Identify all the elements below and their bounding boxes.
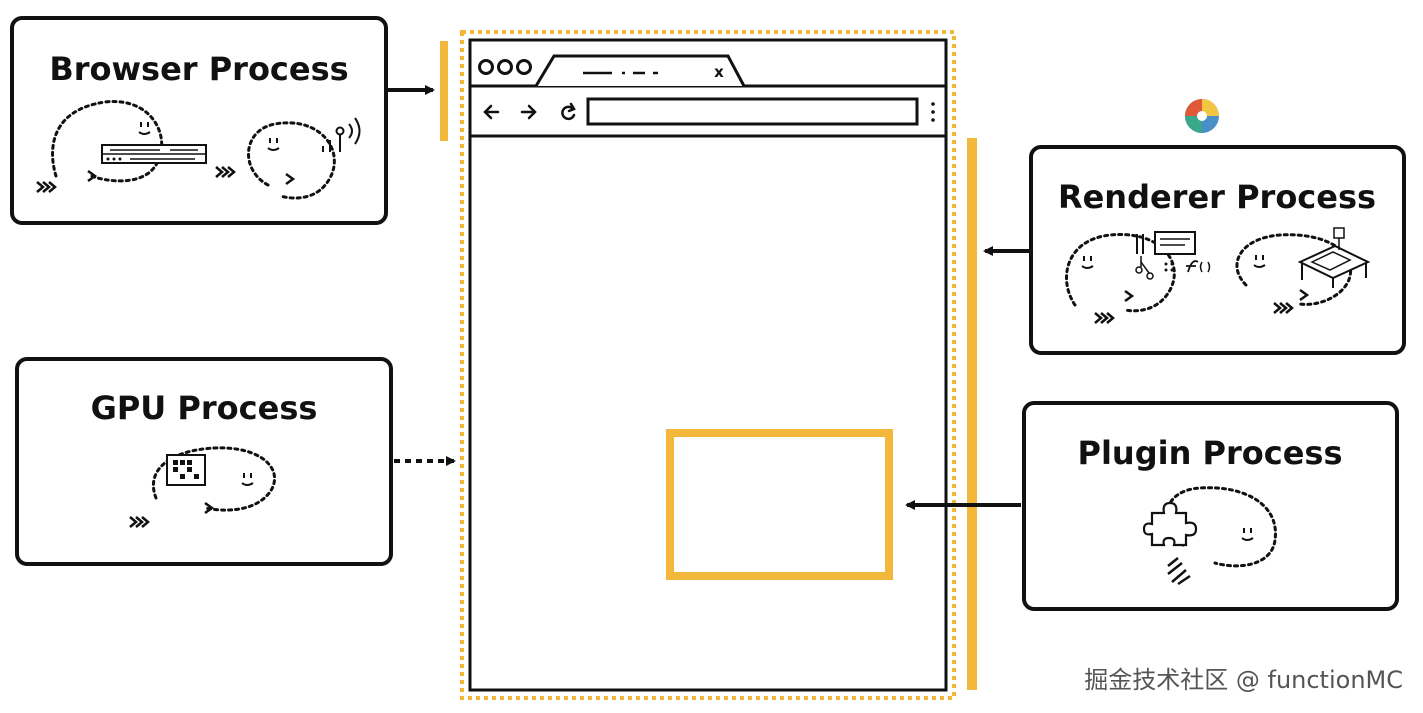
- gpu-process-title: GPU Process: [91, 389, 318, 427]
- network-router-icon: [101, 144, 207, 164]
- browser-process-box: Browser Process: [10, 16, 388, 225]
- nav-back-button[interactable]: [483, 104, 500, 120]
- puzzle-piece-icon: [1142, 501, 1198, 547]
- nav-reload-button[interactable]: [561, 102, 576, 121]
- colored-ball-logo-icon: [1185, 99, 1219, 133]
- plugin-content-area: [666, 429, 893, 580]
- plugin-process-box: Plugin Process: [1022, 401, 1399, 611]
- kebab-menu-icon[interactable]: [931, 102, 935, 122]
- nav-forward-button[interactable]: [520, 104, 537, 120]
- reload-icon[interactable]: [561, 102, 576, 121]
- window-control-dot-icon[interactable]: [478, 59, 494, 75]
- process-blob-icon: [36, 100, 164, 193]
- browser-tab[interactable]: x: [534, 54, 746, 87]
- browser-process-title: Browser Process: [49, 50, 348, 88]
- renderer-process-bracket: [967, 138, 977, 690]
- plugin-process-title: Plugin Process: [1078, 434, 1343, 472]
- antenna-icon: [322, 117, 361, 152]
- renderer-process-title: Renderer Process: [1058, 178, 1376, 216]
- window-control-dot-icon[interactable]: [497, 59, 513, 75]
- renderer-process-box: Renderer Process: [1029, 145, 1406, 355]
- browser-process-bracket: [440, 41, 448, 141]
- arrow-left-icon[interactable]: [483, 104, 500, 120]
- window-controls[interactable]: [478, 59, 532, 75]
- gpu-chip-icon: [166, 454, 206, 486]
- window-control-dot-icon[interactable]: [516, 59, 532, 75]
- process-blob-icon: [215, 121, 336, 200]
- layout-desk-icon: [1297, 227, 1371, 288]
- gpu-process-box: GPU Process: [15, 357, 393, 566]
- tab-close-icon[interactable]: x: [714, 63, 724, 81]
- arrow-right-icon[interactable]: [520, 104, 537, 120]
- browser-window: x: [460, 30, 956, 700]
- process-blob-icon: [1235, 233, 1353, 314]
- browser-window-dotted-outline: [460, 30, 956, 700]
- browser-window-frame: [468, 38, 948, 692]
- address-bar[interactable]: [586, 97, 919, 126]
- rendering-tools-icon: [1135, 231, 1211, 280]
- process-blob-icon: [129, 446, 276, 528]
- watermark-text: 掘金技术社区 @ functionMC: [1084, 666, 1403, 694]
